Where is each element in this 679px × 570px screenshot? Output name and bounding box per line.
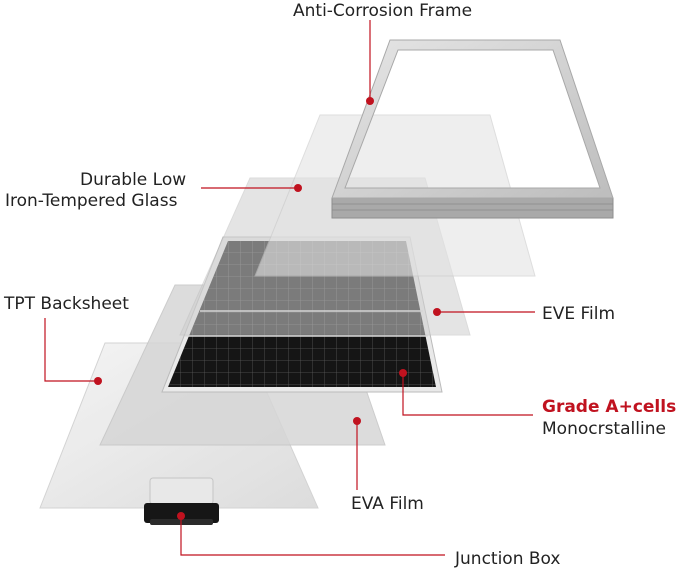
label-anti-corrosion-frame: Anti-Corrosion Frame [293, 1, 473, 21]
cells-dot [399, 369, 407, 377]
label-glass-line2: Iron-Tempered Glass [5, 191, 178, 211]
leader-lines [44, 20, 535, 556]
label-eva-film: EVA Film [351, 494, 424, 514]
glass-dot [294, 184, 302, 192]
label-junction-box: Junction Box [455, 549, 561, 569]
eva-dot [353, 417, 361, 425]
label-eve-film: EVE Film [542, 304, 616, 324]
tpt-leader [44, 318, 98, 382]
frame-dot [366, 97, 374, 105]
anti-corrosion-frame-layer [331, 39, 614, 219]
label-tpt-backsheet: TPT Backsheet [4, 294, 129, 314]
junction-dot [177, 512, 185, 520]
label-glass-line1: Durable Low [80, 170, 187, 190]
label-grade-a-cells: Grade A+cells [542, 397, 677, 417]
leader-dots [94, 97, 441, 520]
label-monocrystalline: Monocrstalline [542, 419, 666, 439]
junction-leader [180, 516, 445, 556]
cells-leader [402, 373, 533, 416]
tpt-dot [94, 377, 102, 385]
eve-dot [433, 308, 441, 316]
